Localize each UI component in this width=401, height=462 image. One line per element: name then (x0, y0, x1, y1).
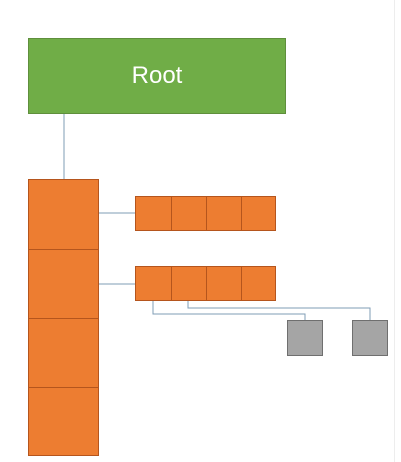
vertical-array-column (28, 179, 99, 456)
row-cell (171, 197, 206, 230)
root-label: Root (131, 62, 183, 89)
row-cell (241, 197, 277, 230)
column-cell (29, 318, 98, 387)
horizontal-array-row-2 (135, 266, 276, 301)
connector-row-2-to-square-1 (152, 301, 306, 320)
gray-square-1 (287, 320, 323, 356)
canvas-edge-line (394, 0, 395, 462)
connector-row-2-to-square-2 (187, 301, 371, 320)
column-cell (29, 180, 98, 249)
gray-square-2 (352, 320, 388, 356)
row-cell (136, 267, 171, 300)
horizontal-array-row-1 (135, 196, 276, 231)
row-cell (206, 267, 241, 300)
row-cell (241, 267, 277, 300)
row-cell (206, 197, 241, 230)
root-node: Root (28, 38, 286, 114)
row-cell (171, 267, 206, 300)
column-cell (29, 249, 98, 318)
column-cell (29, 387, 98, 457)
row-cell (136, 197, 171, 230)
